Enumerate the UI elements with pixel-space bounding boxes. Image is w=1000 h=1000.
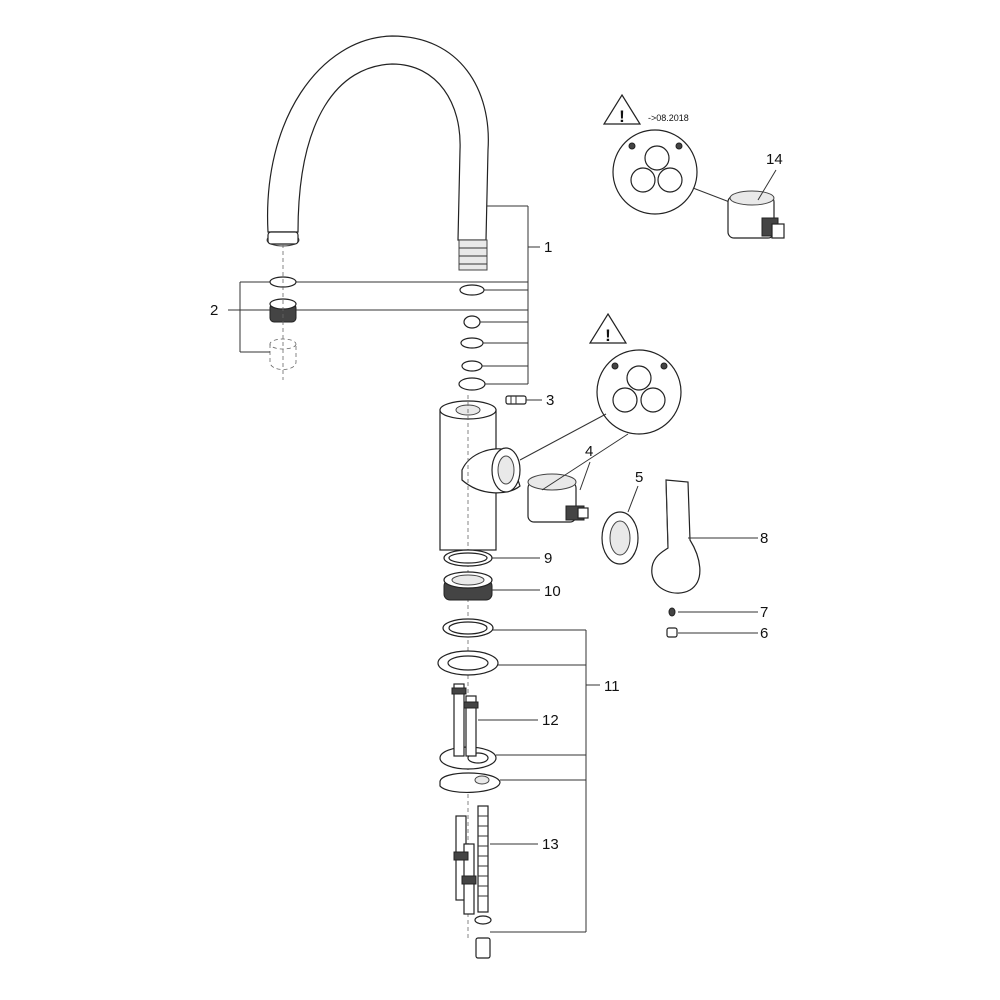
callout-14: 14 bbox=[766, 151, 783, 168]
cartridge-detail-top bbox=[612, 129, 785, 239]
callout-10: 10 bbox=[544, 583, 561, 600]
warning-triangle-icon: ! bbox=[588, 312, 628, 345]
callout-4: 4 bbox=[585, 443, 593, 460]
lever-fasteners bbox=[666, 607, 678, 638]
aerator bbox=[269, 244, 297, 380]
callout-5: 5 bbox=[635, 469, 643, 486]
validity-note: ->08.2018 bbox=[648, 113, 689, 123]
callout-12: 12 bbox=[542, 712, 559, 729]
o-ring bbox=[443, 549, 493, 567]
callout-9: 9 bbox=[544, 550, 552, 567]
lever-handle bbox=[651, 479, 701, 594]
warning-mark-top: ! bbox=[619, 107, 625, 126]
supply-hoses bbox=[451, 683, 479, 915]
callout-7: 7 bbox=[760, 604, 768, 621]
warning-triangle-icon: ! bbox=[602, 93, 642, 126]
callout-8: 8 bbox=[760, 530, 768, 547]
spout-seal-set bbox=[458, 284, 486, 391]
threaded-rod bbox=[474, 805, 492, 959]
cartridge bbox=[527, 473, 589, 523]
callout-2: 2 bbox=[210, 302, 218, 319]
leader-lines bbox=[228, 169, 777, 933]
callout-13: 13 bbox=[542, 836, 559, 853]
spout bbox=[266, 35, 489, 271]
callout-1: 1 bbox=[544, 239, 552, 256]
cartridge-detail-middle bbox=[519, 349, 682, 491]
callout-11: 11 bbox=[604, 678, 620, 695]
mixer-body bbox=[439, 395, 521, 940]
callout-6: 6 bbox=[760, 625, 768, 642]
bonnet-ring bbox=[601, 511, 639, 565]
callout-3: 3 bbox=[546, 392, 554, 409]
base-seal bbox=[443, 571, 493, 601]
warning-mark-middle: ! bbox=[605, 326, 611, 345]
grub-screw bbox=[505, 395, 527, 405]
